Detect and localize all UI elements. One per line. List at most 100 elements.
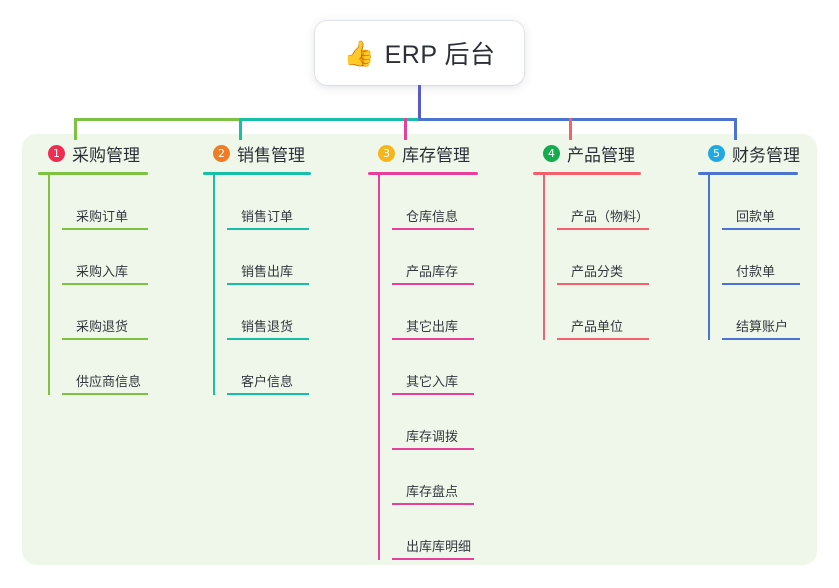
branch-item-label: 其它入库 xyxy=(406,374,459,389)
branch-item[interactable]: 采购退货 xyxy=(62,285,186,340)
branch-header-采购管理[interactable]: 1 采购管理 xyxy=(36,140,186,166)
branch-spine xyxy=(213,175,215,395)
branch-item-label: 产品库存 xyxy=(406,264,459,279)
branch-item[interactable]: 客户信息 xyxy=(227,340,351,395)
diagram-panel xyxy=(22,134,817,565)
branch-item[interactable]: 产品（物料） xyxy=(557,175,681,230)
branch-number-badge: 3 xyxy=(378,144,395,162)
branch-item-label: 回款单 xyxy=(736,209,776,224)
branch-item-list: 回款单付款单结算账户 xyxy=(696,175,836,340)
branch-item-rule xyxy=(392,448,474,450)
branch-item-rule xyxy=(557,338,649,340)
branch-item-rule xyxy=(722,283,800,285)
branch-item[interactable]: 回款单 xyxy=(722,175,836,230)
branch-item[interactable]: 出库库明细 xyxy=(392,505,516,560)
branch-item[interactable]: 付款单 xyxy=(722,230,836,285)
branch-column-采购管理: 1 采购管理采购订单采购入库采购退货供应商信息 xyxy=(36,140,186,395)
root-node[interactable]: 👍 ERP 后台 xyxy=(315,21,524,85)
branch-stub-3 xyxy=(404,118,407,140)
branch-item-rule xyxy=(227,228,309,230)
branch-item-label: 采购订单 xyxy=(76,209,129,224)
branch-item[interactable]: 仓库信息 xyxy=(392,175,516,230)
branch-item[interactable]: 采购入库 xyxy=(62,230,186,285)
branch-item-label: 采购退货 xyxy=(76,319,129,334)
branch-item-rule xyxy=(722,338,800,340)
branch-title: 财务管理 xyxy=(732,145,800,165)
branch-stub-1 xyxy=(74,118,77,140)
branch-header-rule xyxy=(533,172,641,175)
branch-item[interactable]: 产品库存 xyxy=(392,230,516,285)
branch-item-rule xyxy=(392,228,474,230)
branch-item[interactable]: 库存调拨 xyxy=(392,395,516,450)
branch-spine xyxy=(48,175,50,395)
branch-item-label: 出库库明细 xyxy=(406,539,472,554)
root-drop-connector xyxy=(418,85,421,120)
branch-item-rule xyxy=(392,393,474,395)
bus-segment-3 xyxy=(418,118,736,121)
branch-title: 销售管理 xyxy=(237,145,305,165)
branch-item[interactable]: 库存盘点 xyxy=(392,450,516,505)
branch-item-rule xyxy=(392,338,474,340)
root-node-label: ERP 后台 xyxy=(384,41,496,69)
branch-item-label: 销售退货 xyxy=(241,319,294,334)
branch-item-label: 供应商信息 xyxy=(76,374,142,389)
branch-item-label: 销售出库 xyxy=(241,264,294,279)
bus-segment-2 xyxy=(239,118,420,121)
branch-column-库存管理: 3 库存管理仓库信息产品库存其它出库其它入库库存调拨库存盘点出库库明细 xyxy=(366,140,516,560)
branch-header-库存管理[interactable]: 3 库存管理 xyxy=(366,140,516,166)
branch-header-rule xyxy=(203,172,311,175)
branch-item-rule xyxy=(722,228,800,230)
thumbs-up-icon: 👍 xyxy=(343,38,375,68)
branch-number-badge: 1 xyxy=(48,144,65,162)
branch-header-rule xyxy=(698,172,798,175)
branch-item-label: 库存调拨 xyxy=(406,429,459,444)
branch-number-badge: 4 xyxy=(543,144,560,162)
branch-title: 采购管理 xyxy=(72,145,140,165)
bus-segment-1 xyxy=(74,118,241,121)
branch-spine xyxy=(378,175,380,560)
branch-item-rule xyxy=(557,283,649,285)
branch-item-rule xyxy=(227,338,309,340)
branch-item-rule xyxy=(227,283,309,285)
branch-title: 库存管理 xyxy=(402,145,470,165)
branch-item-list: 采购订单采购入库采购退货供应商信息 xyxy=(36,175,186,395)
branch-item[interactable]: 销售退货 xyxy=(227,285,351,340)
branch-stub-4 xyxy=(569,118,572,140)
branch-spine xyxy=(543,175,545,340)
branch-item-label: 客户信息 xyxy=(241,374,294,389)
branch-stub-5 xyxy=(734,118,737,140)
branch-item[interactable]: 销售订单 xyxy=(227,175,351,230)
branch-stub-2 xyxy=(239,118,242,140)
branch-item-label: 付款单 xyxy=(736,264,776,279)
branch-item-rule xyxy=(392,283,474,285)
branch-item[interactable]: 其它入库 xyxy=(392,340,516,395)
branch-item[interactable]: 销售出库 xyxy=(227,230,351,285)
branch-header-rule xyxy=(38,172,148,175)
branch-item[interactable]: 产品单位 xyxy=(557,285,681,340)
branch-item[interactable]: 结算账户 xyxy=(722,285,836,340)
branch-item[interactable]: 供应商信息 xyxy=(62,340,186,395)
branch-item-label: 结算账户 xyxy=(736,319,789,334)
branch-item-label: 产品分类 xyxy=(571,264,624,279)
branch-item-rule xyxy=(62,393,148,395)
branch-item-label: 仓库信息 xyxy=(406,209,459,224)
branch-item-rule xyxy=(557,228,649,230)
branch-item-list: 销售订单销售出库销售退货客户信息 xyxy=(201,175,351,395)
branch-item[interactable]: 其它出库 xyxy=(392,285,516,340)
branch-item-label: 库存盘点 xyxy=(406,484,459,499)
branch-item-label: 产品单位 xyxy=(571,319,624,334)
branch-item[interactable]: 采购订单 xyxy=(62,175,186,230)
branch-item-label: 采购入库 xyxy=(76,264,129,279)
branch-item-label: 产品（物料） xyxy=(571,209,650,224)
branch-item-rule xyxy=(392,558,474,560)
branch-item-rule xyxy=(62,228,148,230)
branch-item[interactable]: 产品分类 xyxy=(557,230,681,285)
branch-item-list: 仓库信息产品库存其它出库其它入库库存调拨库存盘点出库库明细 xyxy=(366,175,516,560)
